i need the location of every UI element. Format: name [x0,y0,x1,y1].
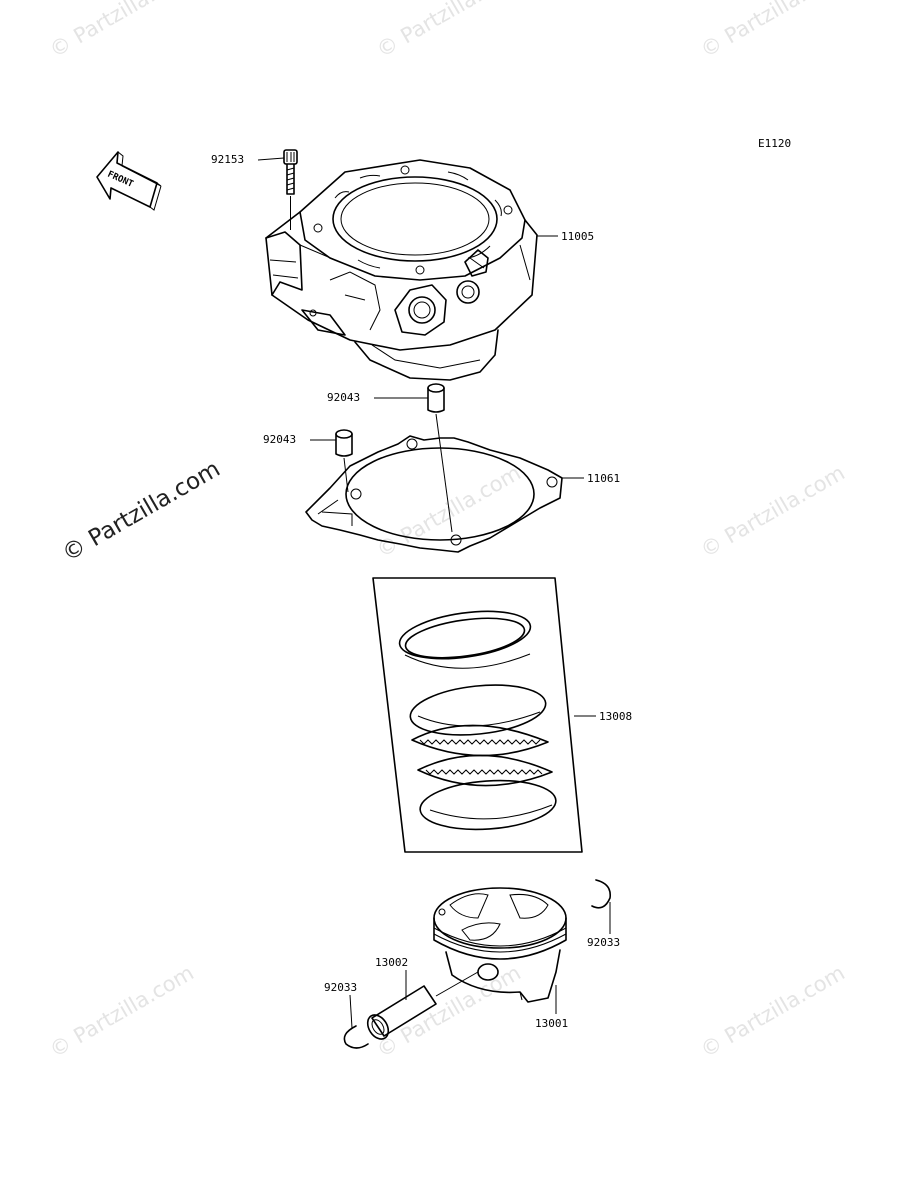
bolt-92153 [283,149,298,230]
front-arrow-label: FRONT [106,170,135,190]
front-arrow-icon: FRONT [96,151,162,211]
cylinder-base-gasket-11061 [305,435,563,553]
label-pin: 13002 [375,956,408,969]
watermark: © Partzilla.com [373,0,525,62]
piston-13001 [433,887,567,1003]
watermark-layer: © Partzilla.com © Partzilla.com © Partzi… [46,0,849,1062]
watermark: © Partzilla.com [373,961,525,1063]
label-dowel-lower: 92043 [263,433,296,446]
piston-ring-set-13008 [372,577,583,853]
label-dowel-upper: 92043 [327,391,360,404]
label-piston: 13001 [535,1017,568,1030]
leader-lines [257,157,611,1029]
piston-pin-clip-92033-right [591,879,612,909]
watermark: © Partzilla.com [46,961,198,1063]
label-ring-set: 13008 [599,710,632,723]
label-clip-right: 92033 [587,936,620,949]
label-bolt: 92153 [211,153,244,166]
piston-pin-clip-92033-left [343,1025,369,1049]
watermark: © Partzilla.com [697,0,849,62]
label-clip-left: 92033 [324,981,357,994]
main-watermark: © Partzilla.com [58,456,225,567]
label-gasket: 11061 [587,472,620,485]
watermark: © Partzilla.com [46,0,198,62]
label-cylinder: 11005 [561,230,594,243]
cylinder-11005 [265,159,538,381]
watermark: © Partzilla.com [373,461,525,563]
watermark: © Partzilla.com [697,961,849,1063]
watermark: © Partzilla.com [697,461,849,563]
piston-pin-13002 [366,971,479,1040]
dowel-pin-92043-upper [427,383,453,533]
diagram-code: E1120 [758,137,791,150]
